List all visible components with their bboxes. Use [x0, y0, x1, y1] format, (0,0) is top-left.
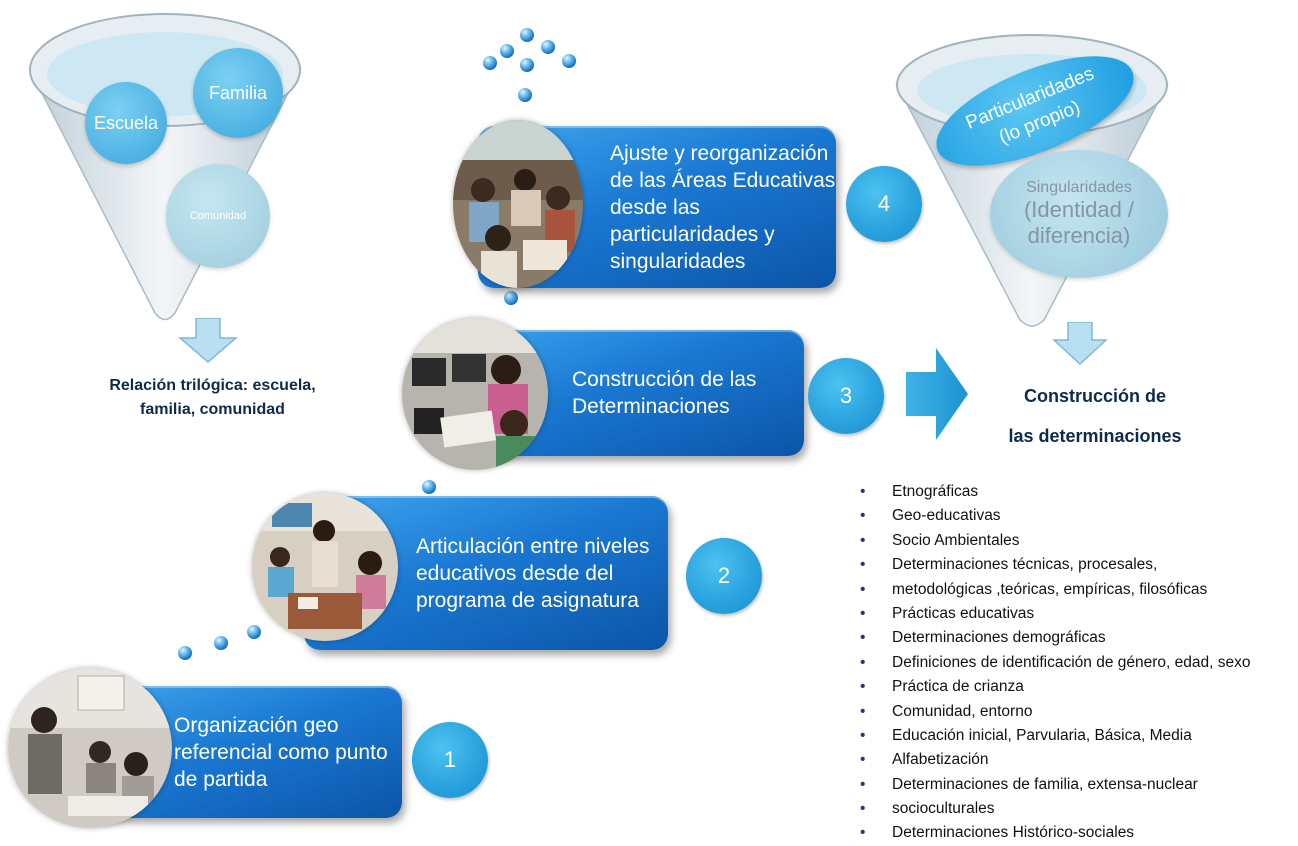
dot-cluster-7 [518, 88, 532, 102]
funnel-circle-escuela: Escuela [85, 82, 167, 164]
step-1-photo [8, 668, 172, 828]
list-item: metodológicas ,teóricas, empíricas, filo… [860, 578, 1250, 603]
step-3-number: 3 [808, 358, 884, 434]
list-item: Definiciones de identificación de género… [860, 651, 1250, 676]
down-arrow-right [1052, 322, 1108, 366]
list-item: socioculturales [860, 797, 1250, 822]
dot-cluster-3 [541, 40, 555, 54]
dot-cluster-6 [562, 54, 576, 68]
step-2-photo [252, 493, 398, 641]
list-item: Determinaciones Histórico-sociales [860, 821, 1250, 846]
list-item: Socio Ambientales [860, 529, 1250, 554]
dot-cluster-4 [483, 56, 497, 70]
list-item: Comunidad, entorno [860, 700, 1250, 725]
list-item: Alfabetización [860, 748, 1250, 773]
left-funnel-caption: Relación trilógica: escuela, familia, co… [109, 377, 316, 418]
step-2-number: 2 [686, 538, 762, 614]
step-4-photo [453, 120, 583, 288]
list-item: Determinaciones de familia, extensa-nucl… [860, 773, 1250, 798]
singularidades-circle: Singularidades (Identidad / diferencia) [990, 150, 1168, 278]
determinations-list: Etnográficas Geo-educativas Socio Ambien… [860, 480, 1250, 846]
dot-cluster-5 [520, 58, 534, 72]
list-item: Práctica de crianza [860, 675, 1250, 700]
list-item: Prácticas educativas [860, 602, 1250, 627]
dot-cluster-1 [520, 28, 534, 42]
dot-low-1 [178, 646, 192, 660]
list-item: Determinaciones demográficas [860, 626, 1250, 651]
dot-cluster-2 [500, 44, 514, 58]
funnel-circle-familia: Familia [193, 48, 283, 138]
right-funnel-caption: Construcción de las determinaciones [1008, 386, 1182, 446]
down-arrow-left [178, 318, 238, 363]
step-4-number: 4 [846, 166, 922, 242]
right-arrow [906, 348, 968, 440]
step-3-photo [402, 318, 548, 470]
funnel-circle-comunidad: Comunidad [166, 164, 270, 268]
list-item: Etnográficas [860, 480, 1250, 505]
dot-mid [504, 291, 518, 305]
list-item: Geo-educativas [860, 504, 1250, 529]
step-1-number: 1 [412, 722, 488, 798]
dot-low-3 [247, 625, 261, 639]
list-item: Educación inicial, Parvularia, Básica, M… [860, 724, 1250, 749]
dot-low-2 [214, 636, 228, 650]
dot-mid-2 [422, 480, 436, 494]
list-item: Determinaciones técnicas, procesales, [860, 553, 1250, 578]
